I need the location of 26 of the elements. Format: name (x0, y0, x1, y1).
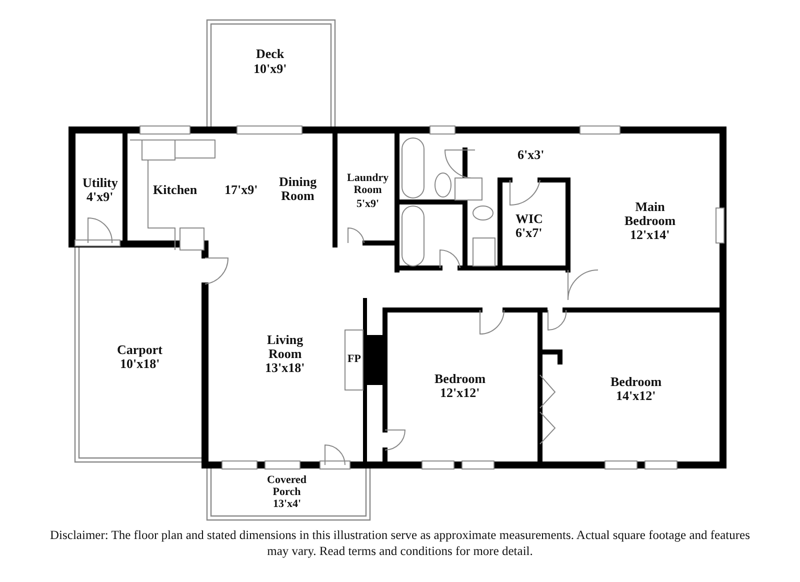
room-label: WIC (516, 212, 543, 226)
room-dimension: 10'x18' (120, 357, 160, 372)
disclaimer-note: Disclaimer: The floor plan and stated dimensions in this illustration serve as approximate measurements. Actual square footage and features may vary. Read terms and conditions for more detail. (50, 528, 750, 560)
room-dimension: 17'x9' (224, 183, 258, 198)
room-label: Utility (82, 176, 118, 190)
room-dimension: 6'x3' (518, 148, 544, 162)
fireplace-label: FP (348, 353, 361, 366)
room-dimension: 5'x9' (356, 198, 380, 210)
room-dimension: 10'x9' (254, 62, 287, 76)
room-label: Deck (256, 47, 284, 62)
room-dimension: 13'x18' (265, 361, 305, 376)
room-label: Carport (117, 343, 162, 358)
room-label: Living Room (267, 333, 304, 362)
room-dimension: 4'x9' (86, 190, 114, 204)
room-label: Bedroom (434, 372, 486, 386)
room-dimension: 12'x14' (630, 228, 670, 242)
room-label: Dining Room (279, 175, 317, 204)
room-label: Laundry Room (347, 172, 389, 196)
room-label: Bedroom (610, 375, 662, 390)
room-label: Main Bedroom (624, 200, 676, 229)
room-label: Kitchen (153, 183, 198, 198)
room-dimension: 14'x12' (616, 389, 656, 404)
room-dimension: 12'x12' (440, 386, 480, 400)
room-dimension: 6'x7' (516, 226, 542, 240)
room-dimension: 13'x4' (273, 498, 302, 510)
room-label: Covered Porch (267, 474, 307, 498)
